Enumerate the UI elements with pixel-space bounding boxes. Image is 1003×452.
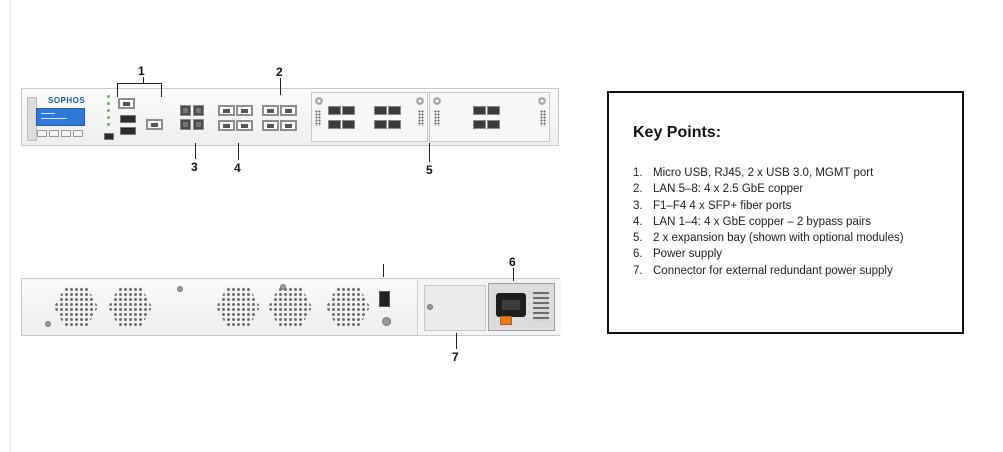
psu-vent — [533, 292, 549, 322]
key-point-item: 4.LAN 1–4: 4 x GbE copper – 2 bypass pai… — [633, 215, 871, 228]
psu-release-lever — [500, 316, 512, 325]
callout-line — [238, 143, 239, 160]
rj45-console-port — [118, 98, 135, 109]
lan-port — [280, 120, 297, 131]
callout-2: 2 — [276, 65, 283, 79]
callout-5: 5 — [426, 163, 433, 177]
key-point-item: 6.Power supply — [633, 248, 723, 261]
micro-usb-port — [104, 133, 114, 140]
callout-line — [195, 143, 196, 159]
module-vent — [540, 110, 546, 126]
fan-grille — [216, 287, 260, 327]
page-left-edge-line — [10, 0, 11, 452]
callout-line — [143, 77, 144, 83]
key-point-item: 2.LAN 5–8: 4 x 2.5 GbE copper — [633, 183, 804, 196]
sfp-port — [374, 106, 387, 115]
callout-7: 7 — [452, 350, 459, 364]
power-switch — [379, 291, 390, 307]
callout-line — [117, 83, 162, 84]
callout-1: 1 — [138, 64, 145, 78]
key-point-item: 5.2 x expansion bay (shown with optional… — [633, 232, 904, 245]
status-led — [107, 102, 110, 105]
sfp-port — [388, 106, 401, 115]
lan-port — [236, 120, 253, 131]
sfp-port — [473, 120, 486, 129]
sfp-port — [328, 120, 341, 129]
usb-port — [120, 127, 136, 135]
callout-line — [383, 264, 384, 277]
lan-port — [262, 105, 279, 116]
callout-4: 4 — [234, 161, 241, 175]
thumbscrew-icon — [433, 97, 441, 105]
sfp-port — [473, 106, 486, 115]
callout-line — [117, 83, 118, 97]
thumbscrew-icon — [416, 97, 424, 105]
sfp-port — [487, 106, 500, 115]
lcd-button — [73, 130, 83, 137]
fan-grille — [326, 287, 370, 327]
key-point-item: 1.Micro USB, RJ45, 2 x USB 3.0, MGMT por… — [633, 167, 874, 179]
thumbscrew-icon — [538, 97, 546, 105]
lcd-button — [61, 130, 71, 137]
sfp-port — [342, 120, 355, 129]
screw-icon — [45, 321, 51, 327]
sfp-port — [180, 105, 191, 116]
power-inlet — [496, 293, 526, 317]
fan-grille — [54, 287, 98, 327]
status-led — [107, 95, 110, 98]
lcd-button — [37, 130, 47, 137]
module-vent — [315, 110, 321, 126]
status-led — [107, 116, 110, 119]
key-point-item: 3.F1–F4 4 x SFP+ fiber ports — [633, 199, 792, 212]
lcd-button — [49, 130, 59, 137]
usb-port — [120, 115, 136, 123]
module-vent — [434, 110, 440, 126]
fan-grille — [108, 287, 152, 327]
sfp-port — [193, 105, 204, 116]
lan-port — [236, 105, 253, 116]
sfp-port — [328, 106, 341, 115]
key-points-list: 1.Micro USB, RJ45, 2 x USB 3.0, MGMT por… — [633, 165, 904, 279]
front-panel: SOPHOS — [21, 88, 559, 146]
key-points-box: Key Points: 1.Micro USB, RJ45, 2 x USB 3… — [607, 91, 964, 334]
sfp-port — [193, 119, 204, 130]
mgmt-port — [146, 119, 163, 130]
lan-port — [218, 105, 235, 116]
redundant-psu-cover — [424, 285, 486, 331]
sfp-port — [388, 120, 401, 129]
sfp-port — [487, 120, 500, 129]
key-point-item: 7.Connector for external redundant power… — [633, 264, 893, 277]
rear-panel — [21, 278, 561, 336]
callout-line — [513, 268, 514, 281]
key-points-title: Key Points: — [633, 124, 722, 141]
callout-line — [456, 333, 457, 349]
lan-port — [262, 120, 279, 131]
brand-logo: SOPHOS — [48, 96, 86, 105]
expansion-module — [311, 92, 428, 142]
callout-3: 3 — [191, 160, 198, 174]
screw-icon — [280, 284, 286, 290]
status-led — [107, 123, 110, 126]
status-led — [107, 109, 110, 112]
thumbscrew-icon — [315, 97, 323, 105]
lcd-display — [36, 108, 85, 126]
callout-line — [280, 78, 281, 95]
sfp-port — [180, 119, 191, 130]
fan-grille — [268, 287, 312, 327]
callout-6: 6 — [509, 255, 516, 269]
screw-icon — [427, 304, 433, 310]
module-vent — [418, 110, 424, 126]
power-supply — [488, 283, 555, 331]
lan-port — [280, 105, 297, 116]
callout-line — [161, 83, 162, 97]
ground-screw-icon — [382, 317, 391, 326]
sfp-port — [342, 106, 355, 115]
lan-port — [218, 120, 235, 131]
callout-line — [429, 143, 430, 162]
expansion-module — [429, 92, 550, 142]
sfp-port — [374, 120, 387, 129]
screw-icon — [177, 286, 183, 292]
